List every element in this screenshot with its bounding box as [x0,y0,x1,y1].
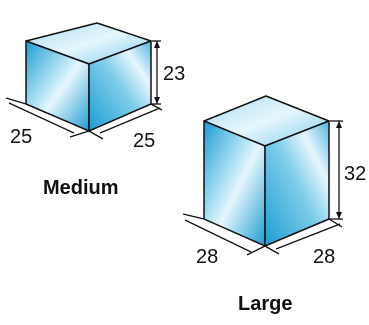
medium-cube-label: Medium [43,177,119,199]
medium-width-dimension: 25 [88,103,163,152]
large-cube [203,95,330,247]
medium-height-label: 23 [163,63,185,85]
large-length-dimension: 28 [182,213,266,268]
medium-length-label: 25 [10,126,32,148]
large-height-label: 32 [344,163,366,185]
large-length-label: 28 [196,246,218,268]
medium-height-dimension: 23 [152,40,185,105]
large-height-dimension: 32 [330,120,366,220]
large-width-dimension: 28 [264,218,343,268]
medium-length-dimension: 25 [5,97,90,148]
large-cube-label: Large [238,293,292,315]
medium-cube [25,22,152,132]
medium-width-label: 25 [133,130,155,152]
large-width-label: 28 [313,246,335,268]
